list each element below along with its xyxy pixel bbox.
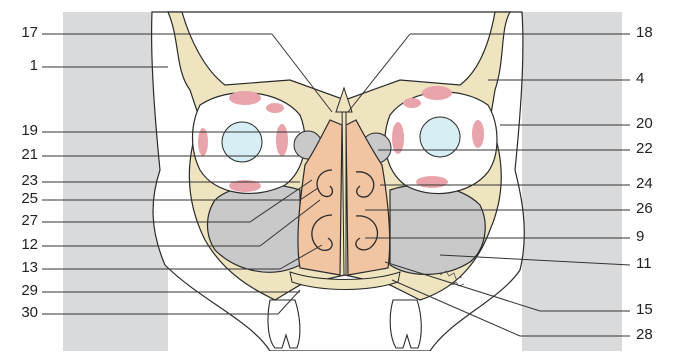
- right-muscle-superior: [422, 86, 452, 100]
- label-24: 24: [636, 176, 670, 192]
- label-22: 22: [636, 141, 670, 157]
- right-muscle-inferior: [416, 176, 448, 188]
- right-tooth: [390, 300, 421, 348]
- label-29: 29: [4, 283, 38, 299]
- label-15: 15: [636, 302, 670, 318]
- label-12: 12: [4, 237, 38, 253]
- label-17: 17: [4, 25, 38, 41]
- label-21: 21: [4, 147, 38, 163]
- label-1: 1: [4, 58, 38, 74]
- label-4: 4: [636, 71, 670, 87]
- right-muscle-medial: [392, 122, 404, 154]
- left-muscle-medial: [276, 124, 288, 156]
- label-26: 26: [636, 201, 670, 217]
- label-18: 18: [636, 25, 670, 41]
- label-30: 30: [4, 305, 38, 321]
- left-muscle-oblique: [266, 103, 284, 113]
- label-9: 9: [636, 229, 670, 245]
- label-28: 28: [636, 327, 670, 343]
- right-maxillary-sinus: [390, 185, 485, 274]
- right-muscle-lateral: [472, 120, 484, 148]
- label-11: 11: [636, 256, 670, 272]
- left-muscle-superior: [229, 91, 261, 105]
- right-muscle-oblique: [403, 98, 421, 108]
- label-27: 27: [4, 213, 38, 229]
- label-25: 25: [4, 191, 38, 207]
- right-gray-panel: [522, 12, 622, 351]
- label-23: 23: [4, 173, 38, 189]
- label-19: 19: [4, 123, 38, 139]
- label-13: 13: [4, 260, 38, 276]
- label-20: 20: [636, 116, 670, 132]
- right-eyeball: [420, 117, 460, 157]
